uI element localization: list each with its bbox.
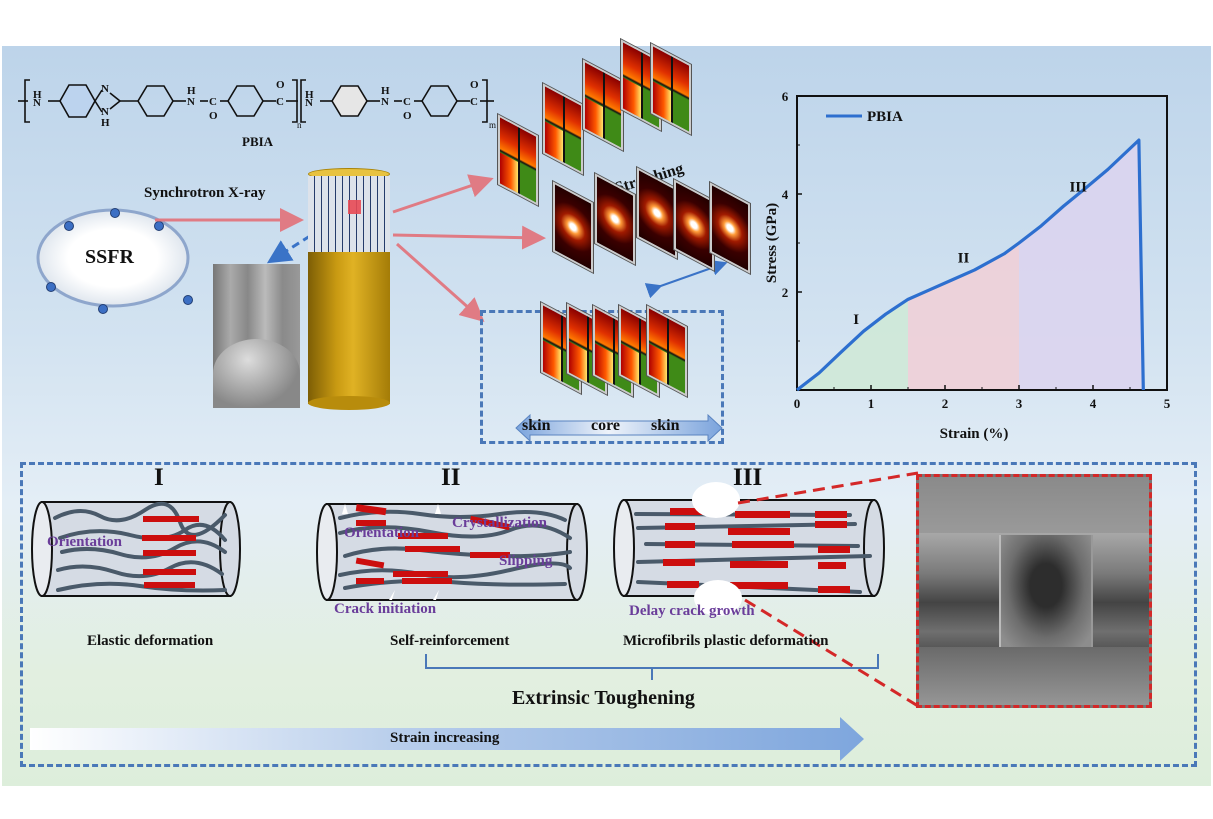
zoom-line-top <box>737 471 919 505</box>
fibril-bundle <box>308 176 390 252</box>
strain-increasing-arrow <box>30 717 864 761</box>
svg-text:O: O <box>209 110 218 122</box>
legend-label-pbia: PBIA <box>867 109 903 125</box>
arrow-to-skin-core <box>396 242 485 322</box>
note-crack-initiation: Crack initiation <box>334 601 437 617</box>
beam-spot <box>348 200 361 214</box>
region-label-1: I <box>853 312 859 328</box>
y-tick-label: 2 <box>782 285 789 300</box>
svg-text:N: N <box>381 96 389 108</box>
ring-node <box>98 304 108 314</box>
note-orientation-1: Orientation <box>47 534 122 550</box>
crack-void-bottom <box>694 580 742 616</box>
sem-fiber-image <box>213 264 300 408</box>
svg-text:N: N <box>33 97 41 109</box>
strain-increasing-label: Strain increasing <box>390 730 500 746</box>
region-fill-2 <box>908 243 1019 390</box>
skin-label-right: skin <box>651 417 680 434</box>
extrinsic-toughening-brace <box>425 654 879 680</box>
x-tick-label: 2 <box>942 396 949 411</box>
arrow-to-saxs <box>392 225 546 250</box>
mechanism-box <box>20 462 1197 767</box>
svg-text:N: N <box>101 83 109 95</box>
extrinsic-toughening-label: Extrinsic Toughening <box>512 687 695 709</box>
ring-node <box>46 282 56 292</box>
svg-text:H: H <box>33 89 42 101</box>
svg-text:H: H <box>187 85 196 97</box>
bracket-right-n <box>292 79 298 123</box>
svg-text:N: N <box>101 106 109 118</box>
skin-label-left: skin <box>522 417 551 434</box>
stage-numeral-3: III <box>733 464 763 491</box>
note-delay-crack-growth: Delay crack growth <box>629 603 755 619</box>
x-tick-label: 5 <box>1164 396 1171 411</box>
bracket-left-m <box>300 79 306 123</box>
kink-band <box>999 535 1093 647</box>
stage-numeral-1: I <box>154 464 164 491</box>
x-tick-label: 3 <box>1016 396 1023 411</box>
fiber-cylinder <box>308 168 390 410</box>
core-label: core <box>591 417 621 434</box>
pbia-chemical-structure: H N N N H H N C O C O H N H N C O C O n … <box>18 79 496 130</box>
sem-fracture-tip <box>213 339 300 408</box>
ring-node <box>64 221 74 231</box>
svg-text:H: H <box>381 85 390 97</box>
synchrotron-xray-label: Synchrotron X-ray <box>144 185 266 201</box>
skin-core-arrow <box>515 413 723 443</box>
ring-node <box>110 208 120 218</box>
ssfr-storage-ring <box>36 208 193 314</box>
cylinder-stage-1 <box>31 501 241 597</box>
svg-text:O: O <box>470 79 479 91</box>
sem-kink-band-image <box>916 474 1152 708</box>
cylinder-stage-2 <box>316 503 588 601</box>
arrow-to-waxs <box>392 174 494 214</box>
stress-strain-chart: 0 1 2 3 4 5 2 4 6 PBIA Strain (%) Stress (GPa) I… <box>764 89 1171 442</box>
y-axis-label: Stress (GPa) <box>764 203 780 283</box>
fiber-body <box>308 246 390 404</box>
region-label-2: II <box>958 251 970 267</box>
cylinder-stage-3 <box>613 482 885 616</box>
note-orientation-2: Orientation <box>344 525 419 541</box>
caption-microfibrils-plastic-deformation: Microfibrils plastic deformation <box>623 633 829 649</box>
caption-self-reinforcement: Self-reinforcement <box>390 633 510 649</box>
bracket-right-m <box>482 79 488 123</box>
note-slipping: Slipping <box>499 553 553 569</box>
fiber-bottom <box>308 396 390 410</box>
ssfr-label: SSFR <box>85 246 134 268</box>
svg-text:C: C <box>276 96 284 108</box>
series-line-pbia <box>796 138 1145 392</box>
region-fill-1 <box>797 299 908 390</box>
svg-text:O: O <box>403 110 412 122</box>
svg-text:H: H <box>305 89 314 101</box>
svg-text:O: O <box>276 79 285 91</box>
stage-numeral-2: II <box>441 464 461 491</box>
crack-void-top <box>692 482 740 518</box>
polymer-name-label: PBIA <box>242 134 274 149</box>
zoom-line-bottom <box>744 598 919 708</box>
x-tick-label: 0 <box>794 396 801 411</box>
note-crystallization: Crystallization <box>452 515 547 531</box>
x-axis-label: Strain (%) <box>940 426 1009 442</box>
ring-node <box>183 295 193 305</box>
svg-text:C: C <box>209 96 217 108</box>
svg-text:C: C <box>470 96 478 108</box>
stretching-double-arrow <box>644 260 728 299</box>
y-tick-label: 4 <box>782 187 789 202</box>
region-label-3: III <box>1069 180 1087 196</box>
y-tick-label: 6 <box>782 89 789 104</box>
arrow-to-sem-image <box>266 234 311 264</box>
x-tick-label: 4 <box>1090 396 1097 411</box>
region-fill-3 <box>1019 140 1144 390</box>
svg-text:H: H <box>101 117 110 129</box>
caption-elastic-deformation: Elastic deformation <box>87 633 214 649</box>
x-tick-label: 1 <box>868 396 875 411</box>
svg-text:n: n <box>297 120 302 130</box>
svg-text:N: N <box>305 97 313 109</box>
svg-text:m: m <box>489 120 496 130</box>
svg-text:N: N <box>187 96 195 108</box>
svg-text:C: C <box>403 96 411 108</box>
